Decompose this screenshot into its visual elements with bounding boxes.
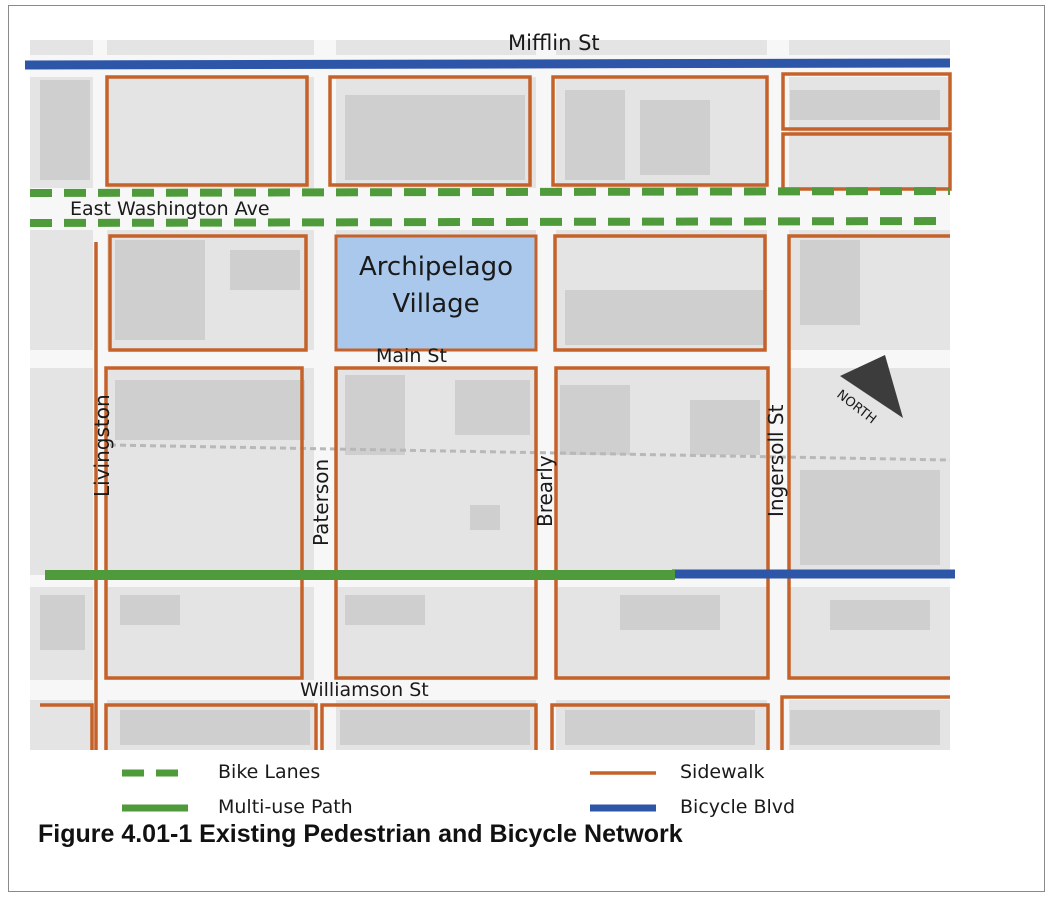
archipelago-village-site xyxy=(334,234,538,352)
bike-lanes-routes xyxy=(29,187,951,227)
street-label-brearly: Brearly xyxy=(533,455,557,527)
street-label-paterson: Paterson xyxy=(309,459,333,546)
bicycle-blvd-routes xyxy=(24,58,955,579)
legend xyxy=(122,769,656,812)
site-label-line1: Archipelago xyxy=(359,252,513,282)
figure-caption: Figure 4.01-1 Existing Pedestrian and Bi… xyxy=(38,820,683,848)
legend-bicycle-blvd-label: Bicycle Blvd xyxy=(680,796,796,818)
north-arrow-icon xyxy=(840,355,903,418)
street-label-east-washington: East Washington Ave xyxy=(70,198,270,220)
street-label-livingston: Livingston xyxy=(90,394,114,497)
site-label-line2: Village xyxy=(392,289,479,319)
street-label-mifflin: Mifflin St xyxy=(508,31,600,55)
street-label-main: Main St xyxy=(376,345,447,367)
legend-multi-use-path-label: Multi-use Path xyxy=(218,796,353,818)
street-label-ingersoll: Ingersoll St xyxy=(764,404,788,517)
building-footprints xyxy=(40,80,940,745)
legend-bike-lanes-label: Bike Lanes xyxy=(218,761,321,783)
figure-frame xyxy=(8,5,1045,892)
legend-sidewalk-label: Sidewalk xyxy=(680,761,765,783)
street-label-williamson: Williamson St xyxy=(300,679,429,701)
railroad-line xyxy=(109,443,951,462)
